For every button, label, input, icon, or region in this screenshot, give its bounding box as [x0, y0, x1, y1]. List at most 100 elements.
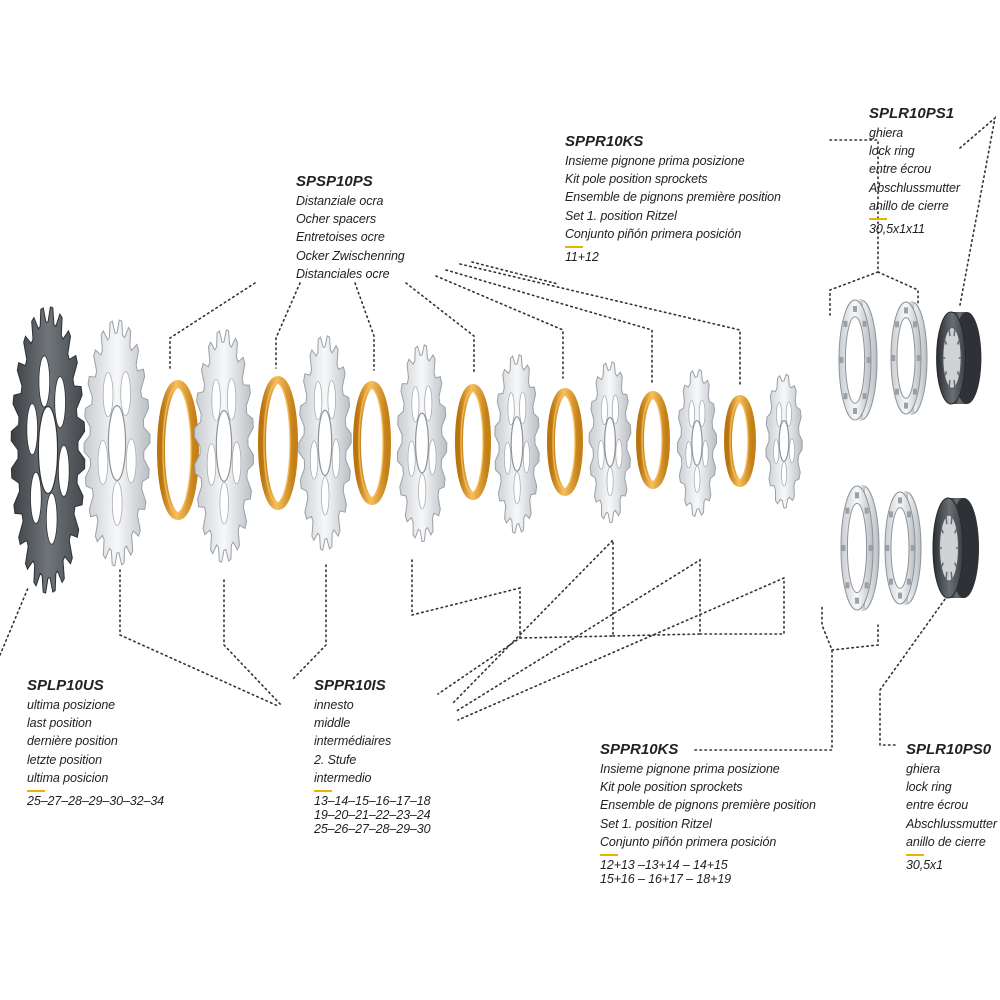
desc-line: intermédiaires	[314, 734, 392, 749]
leader-sppr10is-3	[291, 564, 327, 681]
part-code: SPSP10PS	[296, 173, 373, 190]
size-line: 11+12	[565, 250, 599, 265]
desc-line: Ensemble de pignons première position	[565, 190, 781, 205]
desc-line: ultima posizione	[27, 698, 116, 712]
size-list: 12+13 –13+14 – 14+15 15+16 – 16+17 – 18+…	[600, 858, 816, 886]
size-list: 30,5x1x11	[869, 222, 960, 236]
leader-spsp-5	[435, 275, 564, 379]
sprocket-silver-6	[588, 361, 632, 524]
sprocket-silver-7	[676, 368, 718, 518]
desc-line: lock ring	[869, 144, 915, 159]
ocher-spacer-4	[455, 384, 491, 500]
ocher-spacer-2	[258, 376, 298, 510]
size-line: 12+13 –13+14 – 14+15	[600, 858, 728, 873]
leader-splr10ps1-b	[877, 271, 919, 304]
size-line: 25–27–28–29–30–32–34	[27, 794, 165, 809]
sprocket-large-dark	[10, 306, 86, 594]
part-code: SPPR10KS	[600, 741, 679, 758]
leader-spsp-1	[169, 282, 256, 369]
desc-line: Distanziale ocra	[296, 194, 384, 208]
desc-line: entre écrou	[869, 162, 932, 177]
leader-spsp-4	[405, 282, 475, 375]
desc-line: dernière position	[27, 734, 118, 749]
sprocket-silver-8	[765, 373, 803, 509]
desc-line: 2. Stufe	[314, 752, 357, 767]
label-spsp10ps: SPSP10PS Distanziale ocra Ocher spacers …	[296, 172, 405, 283]
desc-line: anillo de cierre	[869, 198, 949, 213]
desc-line: Entretoises ocre	[296, 230, 385, 245]
leader-spsp-2	[275, 282, 301, 369]
desc-line: last position	[27, 716, 92, 731]
leader-sppr10is-1	[119, 569, 279, 707]
part-code: SPLP10US	[27, 677, 104, 694]
desc-line: Conjunto piñón primera posición	[600, 834, 777, 849]
size-line: 30,5x1x11	[869, 222, 925, 237]
desc-line: ghiera	[869, 126, 904, 140]
sprocket-silver-3	[298, 335, 352, 551]
size-list: 11+12	[565, 250, 781, 264]
desc-line: intermedio	[314, 770, 372, 785]
size-list: 13–14–15–16–17–18 19–20–21–22–23–24 25–2…	[314, 794, 431, 836]
desc-line: Ensemble de pignons première position	[600, 798, 816, 813]
pole-sprocket-upper-2	[890, 301, 928, 415]
label-splr10ps0: SPLR10PS0 ghiera lock ring entre écrou A…	[906, 740, 997, 872]
sprocket-silver-5	[494, 354, 540, 534]
leader-spsp-7	[459, 263, 741, 387]
accent-mark	[314, 790, 332, 793]
desc-line: Insieme pignone prima posizione	[565, 154, 745, 168]
size-line: 13–14–15–16–17–18	[314, 794, 431, 809]
ocher-spacer-3	[353, 381, 391, 505]
ocher-spacer-5	[547, 388, 583, 496]
label-splp10us: SPLP10US ultima posizione last position …	[27, 676, 164, 808]
accent-mark	[869, 218, 887, 221]
sprocket-silver-4	[396, 344, 448, 543]
leader-spsp-6	[445, 269, 653, 383]
desc-line: Set 1. position Ritzel	[600, 816, 712, 831]
desc-line: entre écrou	[906, 798, 969, 813]
pole-sprocket-upper-1	[838, 299, 878, 421]
desc-line: ghiera	[906, 762, 941, 776]
leader-sppr10is-4	[411, 559, 521, 695]
lockring-lower	[932, 497, 979, 599]
pole-sprocket-lower-2	[884, 491, 922, 605]
leader-splp10us	[0, 587, 29, 656]
size-line: 30,5x1	[906, 858, 943, 873]
desc-line: letzte position	[27, 752, 102, 767]
desc-line: Kit pole position sprockets	[565, 172, 708, 187]
part-code: SPPR10IS	[314, 677, 386, 694]
part-code: SPPR10KS	[565, 133, 644, 150]
part-code: SPLR10PS0	[906, 741, 992, 758]
leader-splr10ps1-c	[959, 115, 997, 306]
label-splr10ps1: SPLR10PS1 ghiera lock ring entre écrou A…	[869, 104, 960, 236]
size-line: 15+16 – 16+17 – 18+19	[600, 872, 732, 887]
desc-line: Distanciales ocre	[296, 266, 390, 281]
leader-spsp-3	[354, 282, 375, 371]
leader-sppr10is-5	[451, 538, 614, 705]
accent-mark	[600, 854, 618, 857]
accent-mark	[27, 790, 45, 793]
ocher-spacer-7	[724, 395, 756, 487]
label-sppr10ks-bottom: SPPR10KS Insieme pignone prima posizione…	[600, 740, 816, 886]
ocher-spacer-6	[636, 391, 670, 489]
sprocket-silver-2	[193, 329, 255, 563]
desc-line: innesto	[314, 698, 354, 712]
accent-mark	[906, 854, 924, 857]
desc-line: Abschlussmutter	[869, 180, 960, 195]
size-list: 30,5x1	[906, 858, 997, 872]
desc-line: Kit pole position sprockets	[600, 780, 743, 795]
leader-sppr10ks-top	[471, 261, 559, 285]
part-code: SPLR10PS1	[869, 105, 955, 122]
leader-sppr10is-7	[457, 576, 785, 721]
label-sppr10is: SPPR10IS innesto middle intermédiaires 2…	[314, 676, 431, 836]
sprocket-silver-1	[83, 319, 151, 567]
desc-line: Ocher spacers	[296, 212, 376, 227]
pole-sprocket-lower-1	[840, 485, 880, 611]
leader-splr10ps0	[879, 594, 949, 746]
desc-line: Conjunto piñón primera posición	[565, 226, 742, 241]
leader-sppr10is-2	[223, 579, 283, 707]
desc-line: middle	[314, 716, 351, 731]
leader-sppr10ks-bottom	[694, 604, 833, 751]
desc-line: Abschlussmutter	[906, 816, 997, 831]
desc-line: anillo de cierre	[906, 834, 986, 849]
